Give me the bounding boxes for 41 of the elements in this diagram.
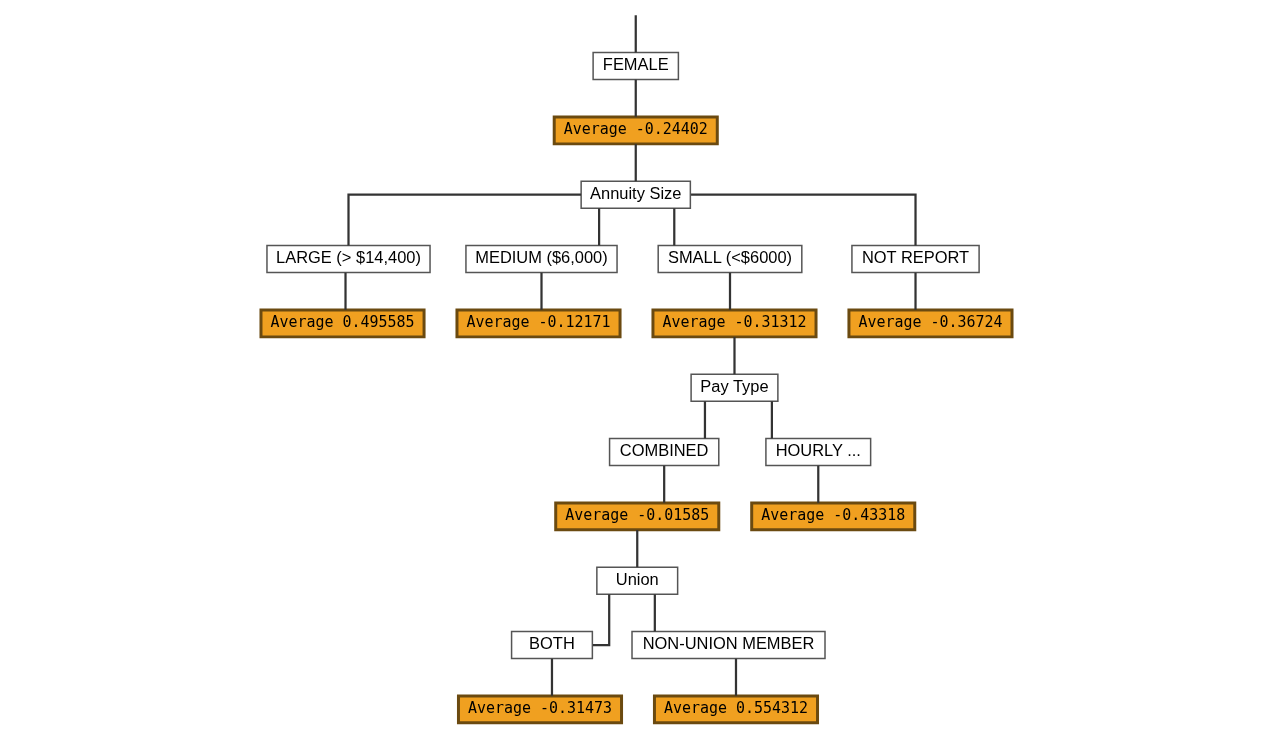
connector bbox=[346, 193, 581, 246]
connector bbox=[732, 337, 736, 375]
node-box: Average -0.24402 bbox=[552, 115, 719, 146]
node-box: BOTH bbox=[510, 630, 593, 660]
node-box: Average -0.01585 bbox=[553, 501, 720, 532]
node-box: Average -0.31473 bbox=[456, 694, 623, 725]
node-box: NON-UNION MEMBER bbox=[630, 630, 826, 660]
connector bbox=[816, 465, 819, 503]
connector bbox=[634, 79, 637, 117]
connector bbox=[770, 401, 773, 439]
node-box: Average 0.495585 bbox=[259, 308, 426, 339]
node-box: FEMALE bbox=[591, 51, 679, 81]
connector bbox=[662, 465, 665, 503]
connector bbox=[539, 272, 543, 310]
node-box: LARGE (> $14,400) bbox=[265, 244, 431, 274]
connector bbox=[635, 530, 638, 568]
node-box: Annuity Size bbox=[579, 180, 691, 209]
node-box: HOURLY ... bbox=[764, 437, 871, 467]
node-box: NOT REPORT bbox=[850, 244, 980, 274]
connector bbox=[634, 144, 637, 182]
connector bbox=[690, 193, 917, 246]
node-box: Average 0.554312 bbox=[652, 694, 819, 725]
node-box: COMBINED bbox=[608, 437, 720, 467]
connector bbox=[597, 208, 600, 246]
connector bbox=[672, 208, 675, 246]
connector bbox=[634, 15, 637, 53]
connector bbox=[343, 272, 347, 310]
node-box: Average -0.31312 bbox=[650, 308, 818, 339]
connector bbox=[734, 658, 737, 696]
node-box: Pay Type bbox=[689, 373, 779, 402]
connector bbox=[913, 272, 917, 310]
node-box: Union bbox=[595, 566, 678, 595]
node-box: MEDIUM ($6,000) bbox=[464, 244, 618, 274]
node-box: SMALL (<$6000) bbox=[656, 244, 803, 274]
node-box: Average -0.43318 bbox=[749, 501, 916, 532]
connector bbox=[550, 658, 553, 696]
node-box: Average -0.12171 bbox=[454, 308, 622, 339]
connector bbox=[728, 272, 731, 310]
connector bbox=[653, 594, 656, 632]
node-box: Average -0.36724 bbox=[846, 308, 1013, 339]
connector bbox=[703, 401, 706, 439]
